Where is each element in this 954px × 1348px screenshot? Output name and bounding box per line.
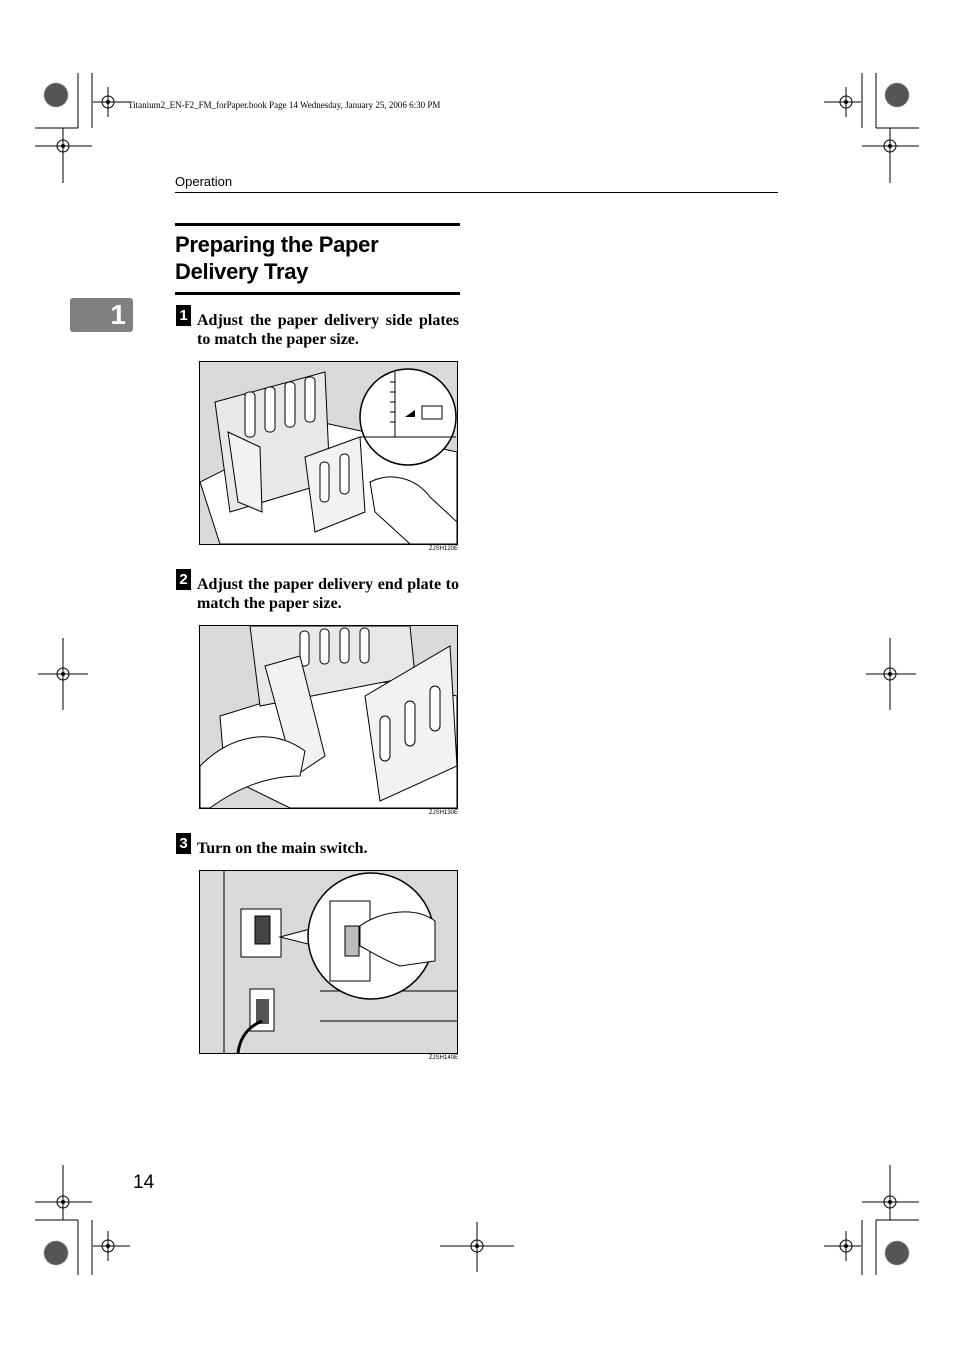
header-rule — [175, 192, 778, 193]
figure-side-plates — [199, 361, 458, 545]
print-header: Titanium2_EN-F2_FM_forPaper.book Page 14… — [128, 100, 441, 110]
section-title: Preparing the Paper Delivery Tray — [175, 232, 379, 284]
chapter-tab: 1 — [70, 298, 133, 332]
page-number: 14 — [133, 1172, 155, 1193]
title-top-rule — [175, 223, 460, 226]
figure-code-1: ZJSH120E — [428, 546, 458, 552]
figure-code-3: ZJSH140E — [428, 1055, 458, 1061]
running-head: Operation — [175, 174, 233, 189]
title-bottom-rule — [175, 292, 460, 295]
step-number-2: 2 — [176, 569, 191, 590]
figure-main-switch — [199, 870, 458, 1054]
figure-code-2: ZJSH130E — [428, 810, 458, 816]
step-number-1: 1 — [176, 305, 191, 326]
figure-end-plate — [199, 625, 458, 809]
step-text-1: Adjust the paper delivery side plates to… — [197, 312, 459, 348]
step-text-2: Adjust the paper delivery end plate to m… — [197, 576, 459, 612]
step-text-3: Turn on the main switch. — [197, 840, 368, 857]
step-number-3: 3 — [176, 833, 191, 854]
